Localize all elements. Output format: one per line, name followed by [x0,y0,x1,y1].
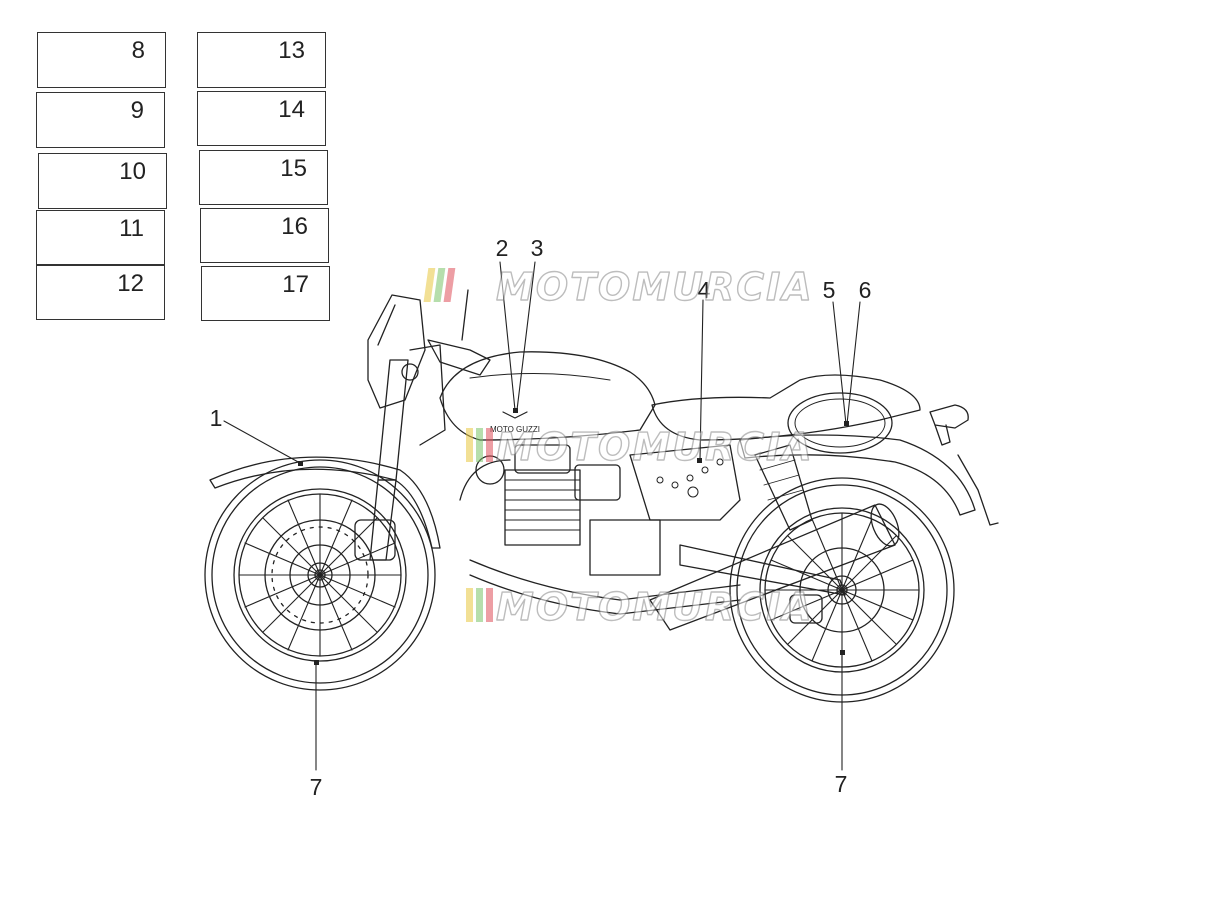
callout-2: 2 [496,235,509,261]
ref-box-13: 13 [197,32,326,88]
callout-7-rear: 7 [835,771,848,797]
tank-logo-text: MOTO GUZZI [490,425,540,434]
tank-logo: MOTO GUZZI [490,411,540,434]
callout-5: 5 [823,277,836,303]
ref-box-number: 9 [130,97,144,124]
engine [459,444,741,615]
tail-section [739,434,976,516]
ref-box-12: 12 [36,265,165,320]
ref-box-number: 12 [117,270,144,297]
front-fender [209,456,441,549]
callout-7-front: 7 [310,774,323,800]
callout-1: 1 [210,405,223,431]
ref-box-9: 9 [36,92,165,148]
tail-light [929,404,969,429]
headlight [367,289,491,409]
side-panel [629,444,741,521]
watermark-1: MOTOMURCIA [423,264,814,310]
ref-box-number: 17 [282,271,309,298]
watermark-text: MOTOMURCIA [496,585,814,629]
ref-box-number: 11 [119,215,144,242]
ref-box-16: 16 [200,208,329,263]
ref-box-number: 16 [281,213,308,240]
ref-box-11: 11 [36,210,165,265]
ref-box-number: 14 [278,96,305,123]
watermark-2: MOTOMURCIA [466,424,814,470]
ref-box-number: 8 [131,37,145,64]
front-wheel [204,459,436,691]
tail-decal-oval [787,392,893,454]
ref-box-15: 15 [199,150,328,205]
ref-box-14: 14 [197,91,326,146]
ref-box-number: 15 [280,155,307,182]
ref-box-10: 10 [38,153,167,209]
watermark-text: MOTOMURCIA [496,265,814,309]
swingarm [679,544,846,596]
callout-3: 3 [531,235,544,261]
watermark-text: MOTOMURCIA [496,425,814,469]
decal-markers [298,408,849,665]
leader-lines [223,261,861,771]
watermark-3: MOTOMURCIA [466,584,814,630]
ref-box-number: 10 [119,158,146,185]
callout-6: 6 [859,277,872,303]
ref-box-number: 13 [278,37,305,64]
callout-4: 4 [698,277,711,303]
ref-box-17: 17 [201,266,330,321]
ref-box-8: 8 [37,32,166,88]
